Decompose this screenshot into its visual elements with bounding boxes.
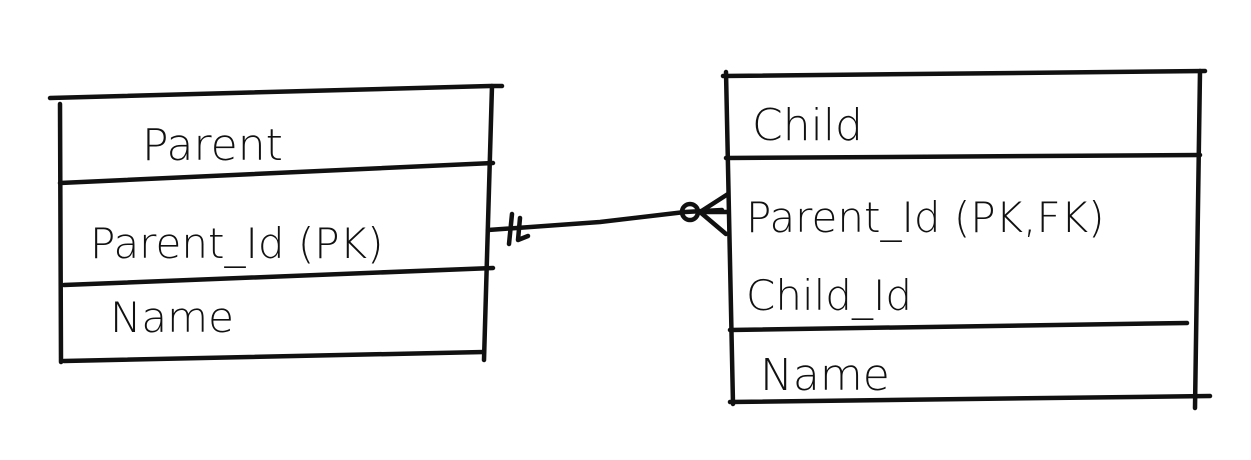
child-title-divider [723, 152, 1203, 161]
child-key-field-2: Child_Id [746, 271, 912, 320]
parent-key-field: Parent_Id (PK) [90, 219, 384, 268]
parent-title: Parent [142, 120, 283, 171]
parent-left-edge [57, 101, 64, 365]
parent-entity[interactable]: Parent Parent_Id (PK) Name [47, 83, 505, 365]
child-title: Child [752, 100, 863, 151]
parent-bottom-edge [61, 349, 487, 364]
parent-attribute-name: Name [110, 293, 234, 342]
child-left-edge [723, 69, 736, 407]
child-bottom-edge [727, 393, 1213, 405]
child-key-field-1: Parent_Id (PK,FK) [746, 193, 1105, 242]
crows-foot-mark [697, 191, 731, 237]
child-top-edge [720, 68, 1208, 79]
one-mandatory-mark-2 [515, 215, 531, 243]
child-attribute-name: Name [760, 350, 890, 401]
parent-title-divider [57, 160, 496, 186]
parent-right-edge [481, 83, 495, 363]
one-mandatory-mark-1 [506, 211, 515, 247]
child-entity[interactable]: Child Parent_Id (PK,FK) Child_Id Name [720, 68, 1213, 411]
child-key-divider [727, 320, 1190, 333]
parent-key-divider [61, 265, 496, 288]
child-right-edge [1192, 68, 1203, 411]
relationship-line[interactable] [485, 191, 731, 247]
parent-box-outline [47, 83, 505, 101]
